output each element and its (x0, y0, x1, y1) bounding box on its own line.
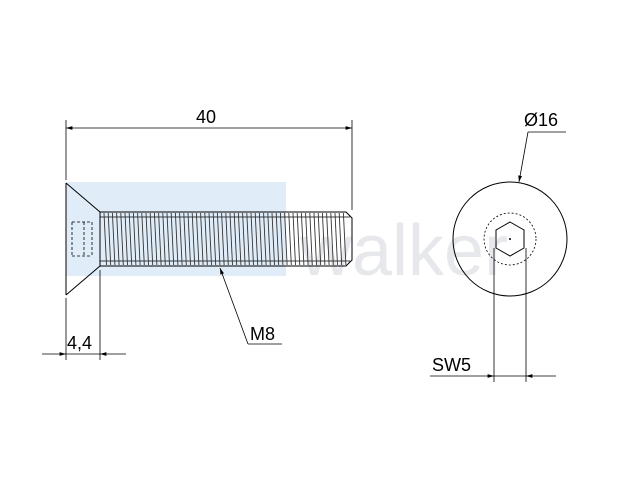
thread-line (233, 212, 238, 266)
thread-leader: M8 (219, 267, 282, 345)
length-label: 40 (196, 107, 216, 127)
thread-line (246, 212, 250, 266)
thread-line (187, 212, 191, 266)
hidden-socket (71, 221, 93, 257)
countersunk-head (65, 182, 101, 296)
thread-line (116, 212, 120, 266)
thread-line (216, 212, 221, 266)
leader-line-m8 (219, 267, 249, 345)
screw-side-view (65, 182, 353, 296)
thread-line (158, 212, 162, 266)
thread-line (103, 212, 107, 266)
thread-line (128, 212, 133, 266)
thread-line (221, 212, 225, 266)
thread-line (292, 212, 296, 266)
thread-line (275, 212, 280, 266)
screw-end-view (452, 181, 568, 297)
thread-label: M8 (250, 324, 275, 344)
head-circle (452, 181, 568, 297)
thread-line (284, 212, 288, 266)
thread-line (191, 212, 196, 266)
thread-line (153, 212, 158, 266)
watermark-text: walker (299, 211, 508, 291)
thread-line (166, 212, 170, 266)
leader-line-diameter (518, 131, 529, 183)
thread-line (296, 212, 301, 266)
thread-line (267, 212, 271, 266)
thread-line (271, 212, 275, 266)
hex-socket (495, 221, 525, 257)
thread-line (242, 212, 246, 266)
thread-line (225, 212, 229, 266)
thread-line (313, 212, 317, 266)
thread-line (326, 212, 330, 266)
thread-line (212, 212, 217, 266)
thread-line (195, 212, 200, 266)
thread-pattern (103, 212, 347, 266)
thread-line (258, 212, 263, 266)
thread-line (107, 212, 112, 266)
thread-line (305, 212, 309, 266)
shaft-outline (100, 211, 353, 267)
thread-line (145, 212, 149, 266)
thread-line (183, 212, 187, 266)
center-point (509, 238, 511, 240)
dimension-head-diameter: Ø16 (518, 110, 566, 183)
thread-line (200, 212, 204, 266)
socket-size-label: SW5 (432, 355, 471, 375)
dimension-length: 40 (65, 107, 353, 210)
thread-line (317, 212, 322, 266)
thread-line (250, 212, 254, 266)
thread-line (149, 212, 154, 266)
thread-line (334, 212, 338, 266)
thread-line (120, 212, 124, 266)
thread-line (279, 212, 284, 266)
thread-line (237, 212, 242, 266)
thread-line (204, 212, 208, 266)
thread-line (263, 212, 267, 266)
socket-circle (483, 212, 537, 266)
thread-line (137, 212, 141, 266)
thread-line (124, 212, 128, 266)
thread-line (254, 212, 259, 266)
thread-line (111, 212, 116, 266)
thread-line (338, 212, 343, 266)
thread-line (141, 212, 145, 266)
thread-line (170, 212, 175, 266)
thread-line (229, 212, 233, 266)
thread-line (321, 212, 326, 266)
thread-line (132, 212, 137, 266)
thread-line (208, 212, 212, 266)
thread-line (309, 212, 313, 266)
thread-line (179, 212, 183, 266)
thread-line (342, 212, 347, 266)
thread-line (300, 212, 305, 266)
watermark: walker (66, 182, 508, 291)
dimension-socket-size: SW5 (430, 248, 556, 382)
head-height-label: 4,4 (67, 333, 92, 353)
thread-line (162, 212, 166, 266)
thread-line (330, 212, 334, 266)
thread-line (288, 212, 292, 266)
diameter-label: Ø16 (524, 110, 558, 130)
dimension-head-height: 4,4 (42, 270, 126, 360)
thread-line (174, 212, 179, 266)
